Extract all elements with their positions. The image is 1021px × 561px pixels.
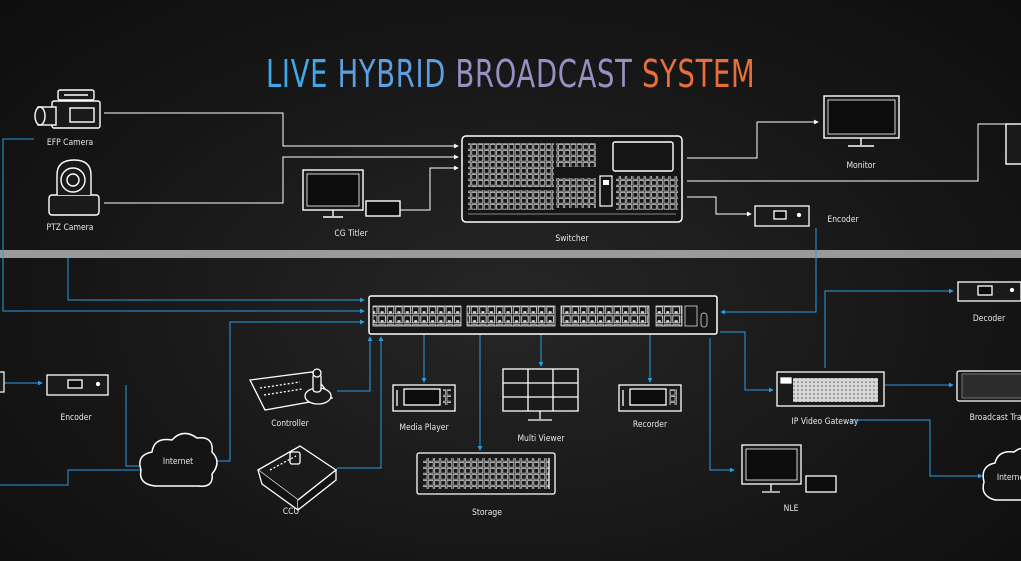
- switcher-icon: [461, 135, 683, 223]
- ptz-network-line: [67, 258, 365, 303]
- internet-left-label: Internet: [163, 457, 193, 467]
- title-word-system: SYSTEM: [641, 52, 756, 96]
- broadcast-transmitter-icon: [956, 370, 1021, 402]
- storage-icon: [416, 452, 556, 495]
- title-word-hybrid: HYBRID: [337, 52, 447, 96]
- switcher-label: Switcher: [555, 234, 589, 244]
- multi-viewer-label: Multi Viewer: [517, 434, 565, 444]
- efp-network-line: [2, 138, 365, 314]
- ccu-label: CCU: [283, 507, 299, 517]
- network-switch-icon: [368, 295, 718, 335]
- switcher-to-right-line: [687, 123, 1021, 182]
- controller-label: Controller: [271, 419, 309, 429]
- ptz-camera-icon: [48, 159, 100, 216]
- efp-camera-label: EFP Camera: [47, 138, 93, 148]
- encoder-top-label: Encoder: [827, 215, 859, 225]
- cg-titler-label: CG Titler: [334, 229, 368, 239]
- internet-left-cloud-icon: [139, 432, 218, 487]
- decoder-label: Decoder: [973, 314, 1006, 324]
- switcher-to-monitor-line: [687, 119, 819, 159]
- section-divider: [0, 250, 1021, 258]
- recorder-icon: [618, 384, 682, 412]
- decoder-icon: [957, 281, 1021, 302]
- internet-right-label: Internet: [997, 473, 1021, 483]
- recorder-label: Recorder: [633, 420, 668, 430]
- switch-to-nle-line: [709, 338, 735, 473]
- switcher-to-encoder-line: [687, 196, 752, 217]
- title-word-broadcast: BROADCAST: [455, 52, 633, 96]
- ccu-to-switch-line: [337, 336, 384, 469]
- ptz-to-switcher-line: [104, 154, 459, 204]
- page-title: LIVE HYBRID BROADCAST SYSTEM: [143, 52, 878, 96]
- monitor-label: Monitor: [846, 161, 876, 171]
- encoder-top-icon: [754, 205, 810, 227]
- multi-viewer-icon: [502, 368, 579, 421]
- production-lines: [104, 112, 1021, 217]
- controller-to-switch-line: [337, 336, 373, 392]
- controller-icon: [249, 368, 334, 411]
- encoder-left-label: Encoder: [60, 413, 92, 423]
- cgtitler-to-switcher-line: [400, 165, 459, 211]
- switch-to-gateway-line: [720, 331, 774, 393]
- left-edge-to-internet-line: [0, 467, 149, 486]
- offscreen-left-device-icon: [0, 371, 5, 393]
- gateway-to-internet-right-line: [850, 419, 983, 479]
- storage-label: Storage: [472, 508, 502, 518]
- efp-to-switcher-line: [104, 112, 459, 149]
- ptz-camera-label: PTZ Camera: [47, 223, 94, 233]
- network-lines: [0, 138, 983, 486]
- broadcast-transmitter-label: Broadcast Trans: [970, 413, 1021, 423]
- gateway-to-decoder-line: [824, 288, 954, 368]
- internet-right-cloud-icon: [982, 447, 1021, 501]
- media-player-label: Media Player: [399, 423, 449, 433]
- media-player-icon: [392, 384, 456, 412]
- title-word-live: LIVE: [265, 52, 329, 96]
- encoder-left-icon: [46, 374, 109, 396]
- monitor-icon: [823, 95, 900, 147]
- cg-titler-icon: [302, 169, 401, 218]
- nle-label: NLE: [784, 504, 799, 514]
- ip-video-gateway-label: IP Video Gateway: [792, 417, 859, 427]
- ip-video-gateway-icon: [776, 371, 885, 407]
- offscreen-device-icon: [1005, 123, 1021, 165]
- internet-left-to-switch-line: [215, 319, 365, 462]
- nle-icon: [741, 444, 837, 493]
- efp-camera-icon: [34, 89, 101, 129]
- encoder-top-network-line: [720, 228, 817, 315]
- ccu-icon: [256, 445, 338, 512]
